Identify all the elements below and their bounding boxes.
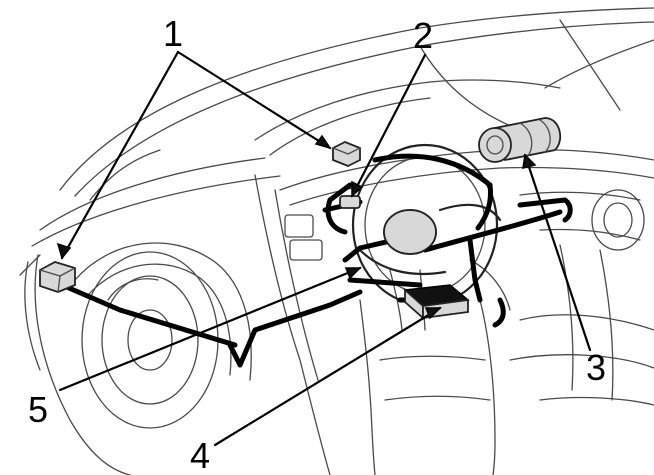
spiral-cable [322,195,363,213]
callout-label-5: 5 [28,389,48,430]
passenger-airbag-module [478,117,562,163]
callout-label-1: 1 [163,13,183,54]
callout-label-3: 3 [586,347,606,388]
callout-label-2: 2 [413,15,433,56]
callout-label-4: 4 [190,435,210,475]
leader-lines [56,50,592,447]
car-body-outline [19,7,654,475]
front-airbag-sensor-right [332,141,361,167]
steering-wheel-pad [383,209,437,255]
front-airbag-sensor-left [39,261,76,293]
center-airbag-sensor-assembly [403,284,470,321]
